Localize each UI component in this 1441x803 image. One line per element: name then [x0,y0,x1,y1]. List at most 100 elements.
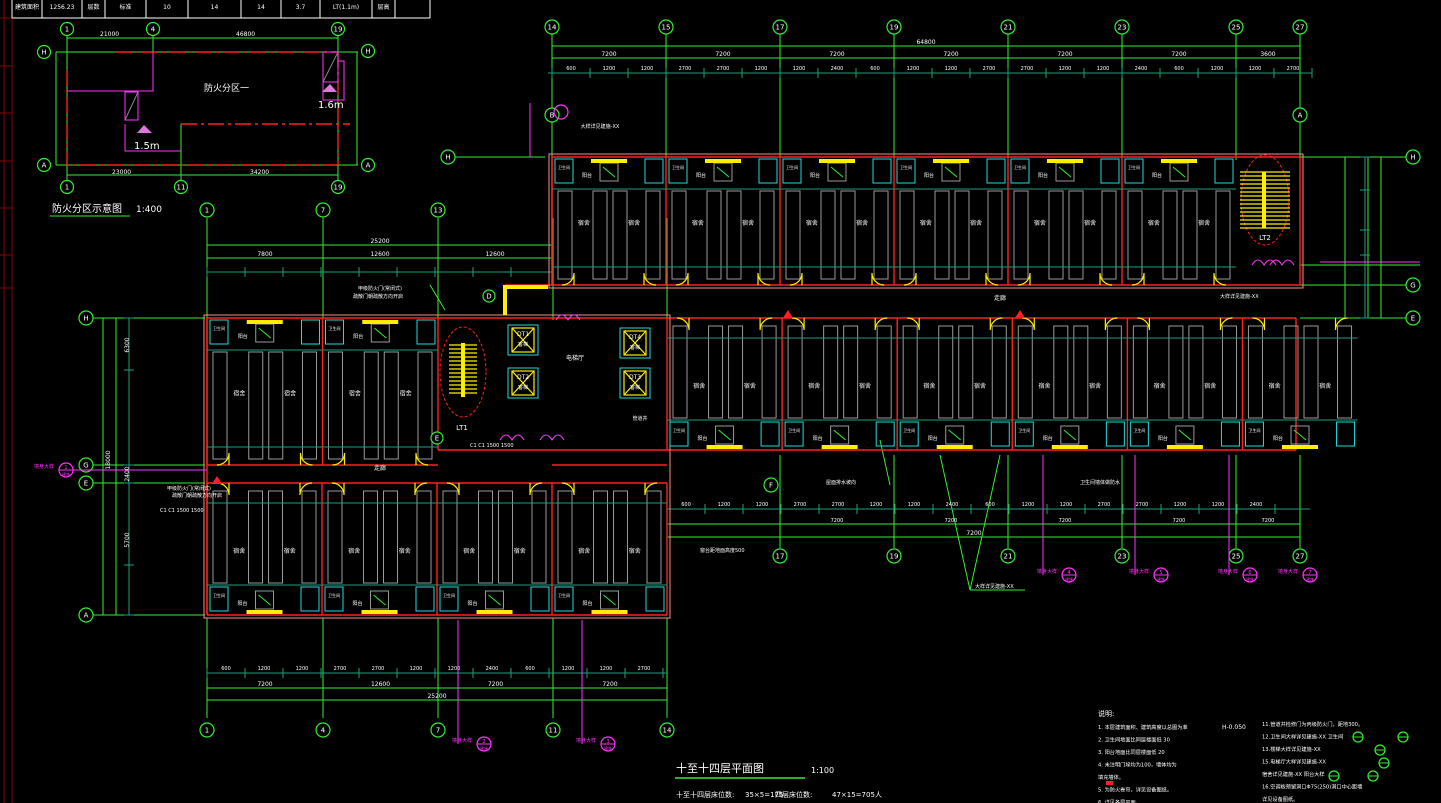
zone-label: 防火分区一 [204,82,249,94]
axis-bubble-circle [772,548,788,564]
fire-door [539,434,565,441]
bed [592,190,608,280]
fire-hydrant-icon [1015,310,1025,318]
elevation-note: H-0.050 [1222,724,1246,731]
label: 7200 [257,681,272,688]
bed [416,490,432,584]
shower-room [1290,425,1310,445]
room-label: 卫生间 [900,164,912,170]
axis-bubble: 17 [772,19,788,35]
section-marker-label: 墙身大样 [576,737,596,744]
room-label: 宿舍 [578,547,590,555]
axis-bubble-circle [545,722,561,738]
yellow-wall [503,285,548,289]
label: 1200 [793,66,806,72]
room-label: 卫生间 [673,427,685,433]
room-label: 宿舍 [514,547,526,555]
axis-bubble: 23 [1114,19,1130,35]
section-marker-sheet: 建施 [1065,576,1073,582]
label: 12600 [485,251,504,258]
annotation: 大样详见建施-XX [581,123,620,130]
label: 12600 [370,251,389,258]
elevator-x [511,327,535,353]
label: 1200 [1174,502,1187,508]
bed [301,490,317,584]
bed [728,325,744,419]
balcony-washbasin [705,159,741,163]
axis-label: 17 [776,553,785,561]
bed [843,325,859,419]
stair-label: LT1 [456,424,468,432]
door-swing [299,482,313,496]
section-marker-label: 墙身大样 [1278,568,1298,575]
axis-bubble-circle [145,21,161,37]
bed-count-label: 十至十四层床位数: [676,790,734,799]
detail-reference-icon [1378,757,1390,769]
note-item: 5. 为防火卷帘，详见设备图纸。 [1098,786,1172,794]
axis-label: H [445,154,450,162]
bed [876,325,892,419]
axis-bubble: 19 [886,548,902,564]
axis-label: E [435,435,439,443]
axis-bubble: 11 [545,722,561,738]
label: 600 [985,502,995,508]
section-marker-label: 墙身大样 [452,737,472,744]
label: 7200 [1057,51,1072,58]
section-marker-label: 墙身大样 [1037,568,1057,575]
toilet-room [1010,158,1030,184]
elevator-cab [623,370,647,396]
label: 1200 [1059,66,1072,72]
balcony-washbasin [936,445,973,449]
door-swing [644,482,658,496]
room-label: 卫生间 [328,592,340,598]
axis-bubble: H [440,149,456,165]
bed [706,190,722,280]
axis-bubble: 25 [1228,548,1244,564]
bed [212,351,228,460]
axis-bubble: 11 [173,179,189,195]
room-label: 宿舍 [399,547,411,555]
room-label: 阳台 [928,435,938,442]
room-label: 阳台 [467,600,477,607]
room-label: 阳台 [1152,172,1162,179]
axis-bubble-circle [544,107,560,123]
section-marker-label: 墙身大样 [1129,568,1149,575]
axis-label: 11 [549,727,558,735]
toilet-room [1336,421,1356,447]
note-item: 12.卫生间大样详见建施-XX 卫生间 [1262,733,1343,741]
room-label: 宿舍 [923,382,935,390]
axis-label: 19 [334,184,343,192]
elevator-cab [511,327,535,353]
axis-bubble-circle [763,477,779,493]
room-label: 宿舍 [629,547,641,555]
fixture-line [716,166,730,178]
axis-label: 4 [151,26,156,34]
elevator-label: DT1 [517,331,529,338]
balcony-washbasin [362,320,399,324]
axis-label: 14 [663,727,672,735]
fixture-line [833,429,846,441]
toilet-room [554,158,574,184]
leader-line [429,284,446,311]
fixture-line [1293,429,1307,441]
fixture-line [1058,166,1072,178]
room-label: 宿舍 [284,390,296,398]
room-label: 卫生间 [1014,164,1026,170]
note-item: 6. 详见各层平面。 [1098,798,1141,803]
dorm-unit: 宿舍宿舍卫生间阳台 [551,482,667,615]
fire-zone-scale: 1:400 [136,205,162,215]
fixture-line [830,166,844,178]
dorm-unit: 宿舍宿舍卫生间阳台 [321,482,437,615]
section-marker-number: 5 [1159,570,1162,576]
toilet-room [1124,158,1144,184]
bed [787,325,803,419]
annotation: 甲级防火门(常闭式) [167,485,211,492]
room-label: 卫生间 [558,164,570,170]
elevator-label: DT2 [517,374,529,381]
axis-bubble: 19 [330,179,346,195]
bed [1101,190,1117,280]
toilet-room [1100,158,1120,184]
room-label: 宿舍 [349,390,361,398]
